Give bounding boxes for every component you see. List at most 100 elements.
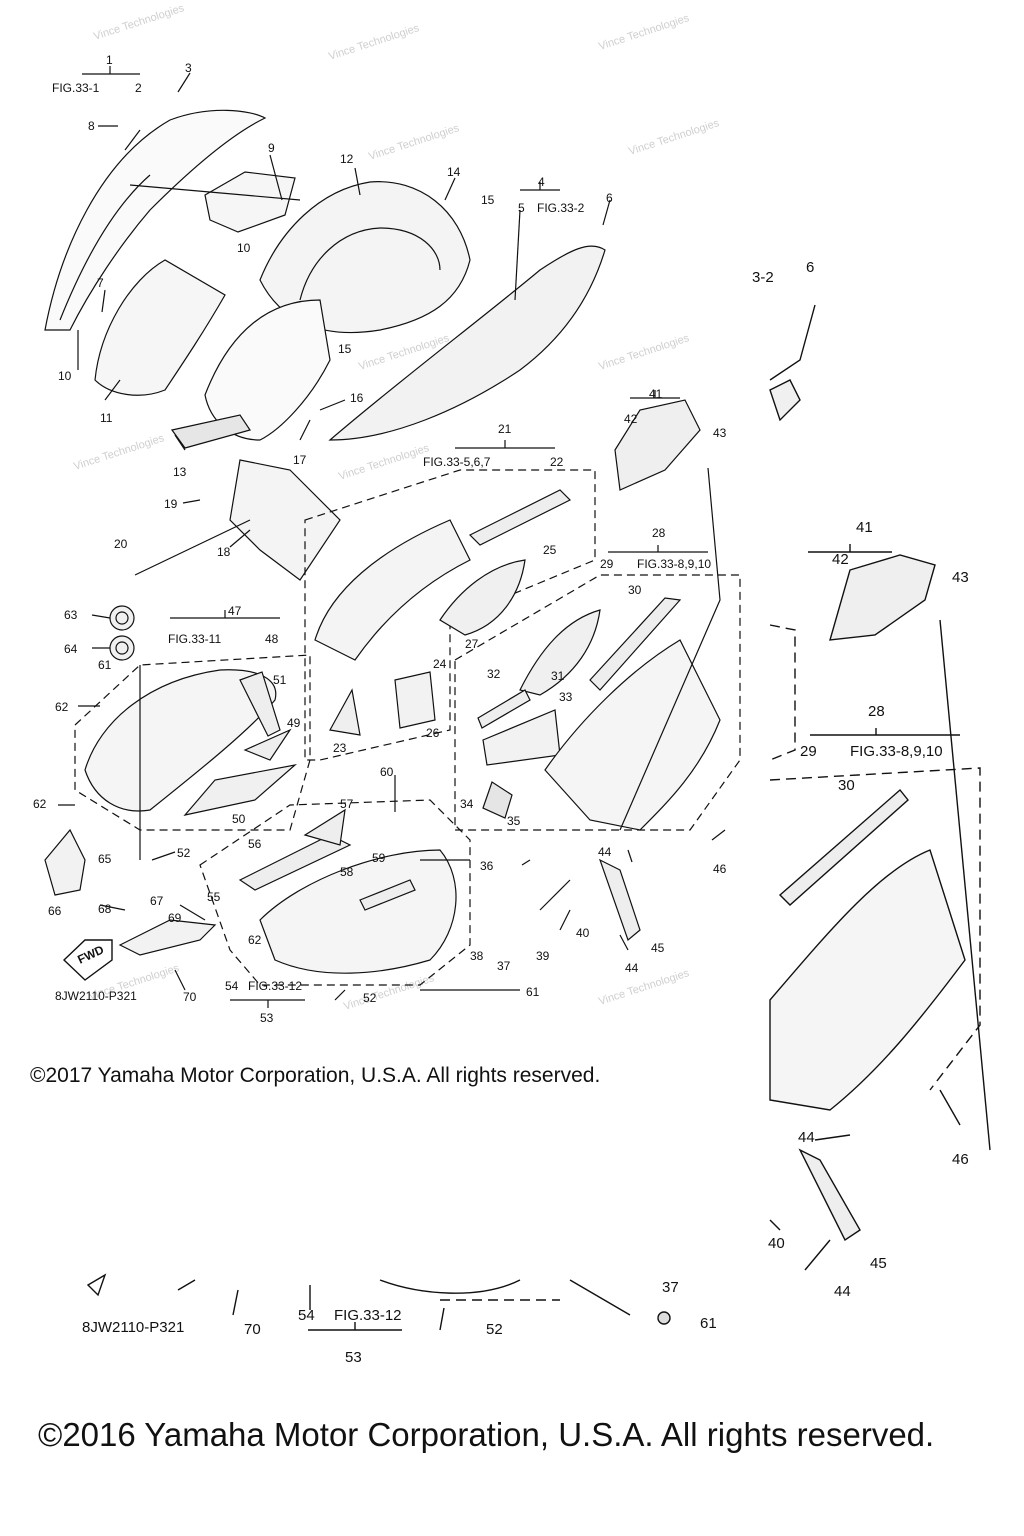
zoom-part-label: 42	[832, 551, 849, 568]
zoom-part-label: 52	[486, 1321, 503, 1338]
group-box-53	[199, 799, 471, 986]
part-label: 49	[287, 716, 301, 730]
part-label: 67	[150, 894, 164, 908]
part-label: 4	[538, 175, 545, 189]
part-label: 58	[340, 865, 354, 879]
gasket-63	[109, 605, 135, 631]
part-label: 32	[487, 667, 501, 681]
part-label: 18	[217, 545, 231, 559]
ref-fig-33-8-9-10: FIG.33-8,9,10	[637, 557, 711, 571]
part-label: 2	[135, 81, 142, 95]
part-label: 28	[652, 526, 666, 540]
zoom-group-box-28	[769, 624, 796, 761]
part-51	[239, 671, 281, 737]
part-label: 68	[98, 902, 112, 916]
part-label: 70	[183, 990, 197, 1004]
part-label: 6	[606, 191, 613, 205]
part-label: 11	[100, 411, 113, 425]
zoom-part-41	[829, 554, 936, 641]
part-label: 64	[64, 642, 78, 656]
part-label: 38	[470, 949, 484, 963]
part-labels: 1 2 3 4 5 6 7 8 9 10 10 11 12 13 14 15 1…	[33, 53, 727, 1025]
part-label: 48	[265, 632, 279, 646]
zoom-part-label: 6	[806, 259, 814, 276]
part-front-cowl	[44, 109, 267, 331]
watermark: Vince Technologies	[367, 122, 461, 163]
zoom-part-30	[778, 788, 909, 906]
part-side-panel-5	[328, 245, 606, 441]
zoom-ref-label: FIG.33-12	[334, 1307, 402, 1324]
part-56	[238, 834, 352, 891]
part-label: 20	[114, 537, 128, 551]
gasket-64	[109, 635, 135, 661]
zoom-part-label: 30	[838, 777, 855, 794]
part-31-window	[519, 609, 601, 696]
part-label: 25	[543, 543, 557, 557]
part-label: 8	[88, 119, 95, 133]
zoom-ref-label: 3-2	[752, 269, 774, 286]
part-66	[44, 828, 86, 896]
part-label: 55	[207, 890, 221, 904]
part-label: 27	[465, 637, 479, 651]
part-label: 31	[551, 669, 565, 683]
part-41	[614, 399, 701, 491]
zoom-labels: 3-2 6 41 42 43 28 29 FIG.33-8,9,10 30 44…	[82, 259, 969, 1366]
part-18	[229, 459, 341, 581]
part-57	[303, 808, 346, 846]
part-label: 33	[559, 690, 573, 704]
watermark: Vince Technologies	[327, 22, 421, 63]
zoom-part-label: 61	[700, 1315, 717, 1332]
part-label: 51	[273, 673, 287, 687]
part-label: 60	[380, 765, 394, 779]
part-23	[329, 688, 361, 736]
zoom-part-label: 44	[798, 1129, 815, 1146]
zoom-part-label: 43	[952, 569, 969, 586]
zoom-part-label: 29	[800, 743, 817, 760]
part-label: 47	[228, 604, 242, 618]
part-label: 7	[97, 276, 104, 290]
zoom-ref-label: FIG.33-8,9,10	[850, 743, 943, 760]
part-label: 9	[268, 141, 275, 155]
part-58	[359, 879, 416, 911]
watermark: Vince Technologies	[597, 332, 691, 373]
part-hull-47	[84, 669, 277, 812]
zoom-line-art	[86, 304, 991, 1331]
part-label: 5	[518, 201, 525, 215]
part-label: 10	[58, 369, 72, 383]
part-label: 41	[649, 387, 663, 401]
part-label: 62	[55, 700, 69, 714]
part-30-strip	[589, 597, 682, 691]
part-label: 50	[232, 812, 246, 826]
zoom-part-label: 41	[856, 519, 873, 536]
part-upper-deck-12	[259, 181, 471, 334]
part-label: 56	[248, 837, 262, 851]
figure-code: 8JW2110-P321	[55, 989, 137, 1003]
part-label: 39	[536, 949, 550, 963]
zoom-figure-code: 8JW2110-P321	[82, 1319, 184, 1336]
part-label: 63	[64, 608, 78, 622]
part-label: 44	[625, 961, 639, 975]
part-label: 19	[164, 497, 178, 511]
ref-fig-33-12: FIG.33-12	[248, 979, 302, 993]
zoom-part-label: 28	[868, 703, 885, 720]
part-label: 36	[480, 859, 494, 873]
part-49	[243, 728, 292, 761]
copyright-2016: ©2016 Yamaha Motor Corporation, U.S.A. A…	[38, 1416, 935, 1453]
part-label: 1	[106, 53, 113, 67]
group-box-21	[304, 469, 596, 761]
zoom-part-45	[798, 1148, 861, 1242]
copyright-2017: ©2017 Yamaha Motor Corporation, U.S.A. A…	[30, 1064, 601, 1087]
part-25-strip	[468, 489, 572, 546]
part-label: 12	[340, 152, 354, 166]
part-label: 24	[433, 657, 447, 671]
watermark: Vince Technologies	[627, 117, 721, 158]
part-label: 61	[98, 658, 112, 672]
part-lower-hull-28	[544, 639, 721, 831]
part-label: 26	[426, 726, 440, 740]
part-label: 35	[507, 814, 521, 828]
zoom-part-label: 44	[834, 1283, 851, 1300]
zoom-lower-hull	[769, 849, 966, 1111]
part-label: 66	[48, 904, 62, 918]
zoom-part-label: 54	[298, 1307, 315, 1324]
watermark: Vince Technologies	[72, 432, 166, 473]
